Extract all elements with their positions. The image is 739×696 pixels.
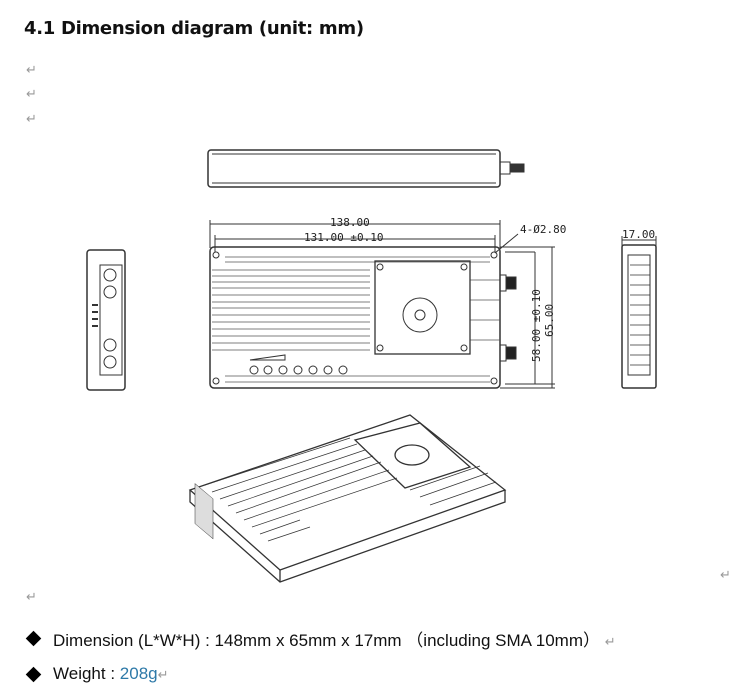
svg-text:4-Ø2.80: 4-Ø2.80 xyxy=(520,223,566,236)
paragraph-mark: ↵ xyxy=(26,111,37,126)
diamond-bullet-icon xyxy=(25,666,42,682)
diamond-bullet-icon xyxy=(25,630,42,647)
front-view: 138.00 131.00 ±0.10 4-Ø2.80 58.00 ±0.10 xyxy=(209,216,566,389)
right-side-view: 17.00 xyxy=(621,228,657,389)
paragraph-mark: ↵ xyxy=(720,567,731,582)
svg-text:65.00: 65.00 xyxy=(543,304,556,337)
spec-weight: Weight : 208g↵ xyxy=(25,664,169,684)
dimension-drawing: 138.00 131.00 ±0.10 4-Ø2.80 58.00 ±0.10 xyxy=(86,149,657,583)
top-view xyxy=(207,149,525,188)
dim-length: 138.00 xyxy=(330,216,370,229)
svg-text:17.00: 17.00 xyxy=(622,228,655,241)
isometric-view xyxy=(188,414,507,583)
svg-text:58.00 ±0.10: 58.00 ±0.10 xyxy=(530,289,543,362)
spec-dimension: Dimension (L*W*H) : 148mm x 65mm x 17mm … xyxy=(25,626,616,651)
left-side-view xyxy=(86,249,126,391)
paragraph-mark: ↵ xyxy=(26,86,37,101)
paragraph-mark: ↵ xyxy=(26,589,37,604)
section-heading: 4.1 Dimension diagram (unit: mm) xyxy=(24,18,364,39)
paragraph-mark: ↵ xyxy=(26,62,37,77)
svg-text:131.00 ±0.10: 131.00 ±0.10 xyxy=(304,231,383,244)
